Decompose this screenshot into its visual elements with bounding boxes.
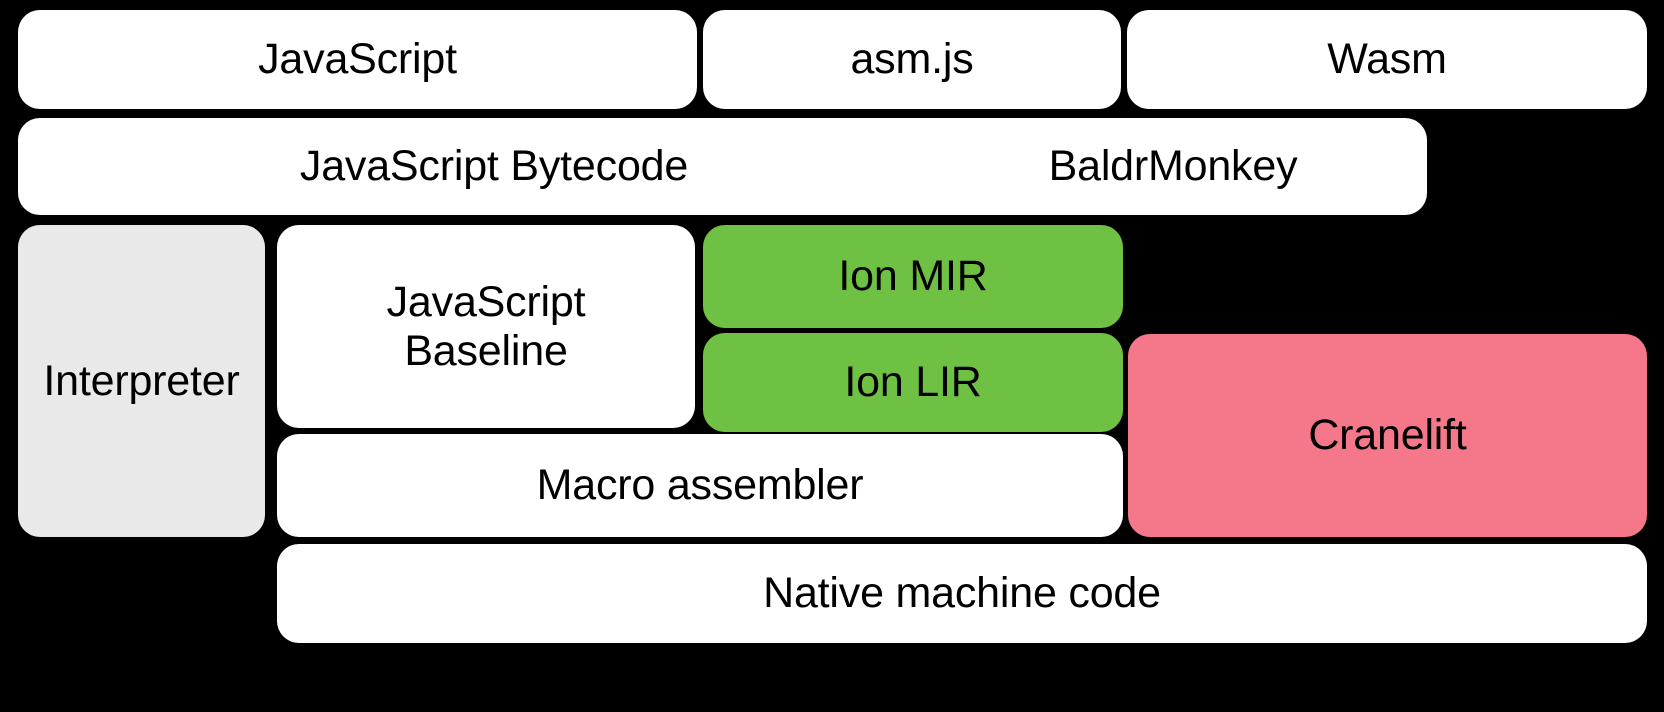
- box-native-machine-code: Native machine code: [277, 544, 1647, 643]
- box-wasm: Wasm: [1127, 10, 1647, 109]
- box-ion-lir: Ion LIR: [703, 333, 1123, 432]
- box-javascript: JavaScript: [18, 10, 697, 109]
- box-interpreter: Interpreter: [18, 225, 265, 537]
- box-macro-assembler: Macro assembler: [277, 434, 1123, 537]
- box-javascript-bytecode: JavaScript Bytecode: [18, 118, 970, 215]
- box-javascript-baseline: JavaScript Baseline: [277, 225, 695, 428]
- box-asm-js: asm.js: [703, 10, 1121, 109]
- box-baldrmonkey: BaldrMonkey: [919, 118, 1427, 215]
- box-cranelift: Cranelift: [1128, 334, 1647, 537]
- box-ion-mir: Ion MIR: [703, 225, 1123, 328]
